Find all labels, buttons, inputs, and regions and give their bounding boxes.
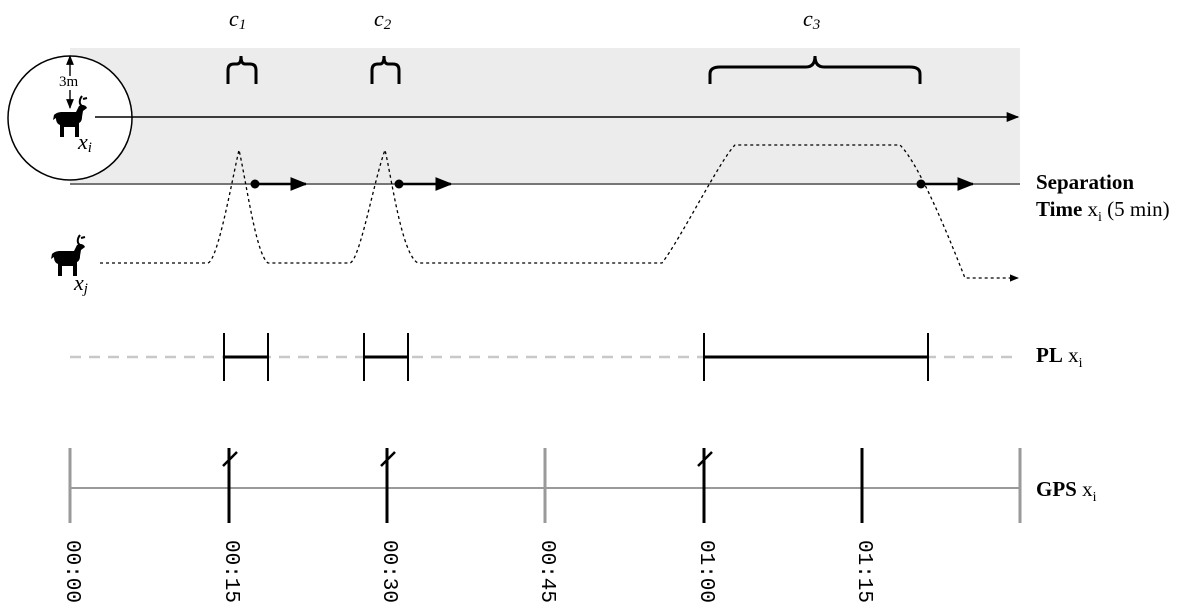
cluster-c1-brace xyxy=(226,55,258,84)
separation-label-line1: Separation xyxy=(1036,170,1135,194)
pl-interval-3 xyxy=(703,333,929,381)
deer-j-icon xyxy=(51,234,86,276)
radius-label: 3m xyxy=(59,74,79,90)
cluster-c1-label: c1 xyxy=(229,6,247,33)
deer-i-icon xyxy=(53,95,88,137)
time-tick-0115: 01:15 xyxy=(852,540,875,604)
cluster-c2-label: c2 xyxy=(374,6,392,33)
pl-label: PL xi xyxy=(1036,343,1083,372)
separation-event-1 xyxy=(250,177,308,191)
time-tick-0030: 00:30 xyxy=(377,540,400,604)
time-tick-0045: 00:45 xyxy=(535,540,558,604)
time-tick-0000: 00:00 xyxy=(60,540,83,604)
gps-fix-0100-strike xyxy=(697,451,713,467)
separation-event-3 xyxy=(916,177,975,191)
individual-j-label: xj xyxy=(74,270,88,297)
cluster-c3-label: c3 xyxy=(803,6,821,33)
cluster-c3-brace xyxy=(708,55,922,84)
trajectory-j xyxy=(100,144,1019,282)
gps-label: GPS xi xyxy=(1036,477,1097,506)
time-tick-0100: 01:00 xyxy=(694,540,717,604)
separation-label-line2: Time xi (5 min) xyxy=(1036,197,1170,226)
cluster-c2-brace xyxy=(370,55,401,84)
gps-fix-0015-strike xyxy=(222,451,238,467)
separation-event-2 xyxy=(394,177,453,191)
time-tick-0015: 00:15 xyxy=(219,540,242,604)
pl-interval-1 xyxy=(223,333,269,381)
individual-i-label: xi xyxy=(78,129,92,156)
gps-fix-0030-strike xyxy=(380,451,396,467)
pl-interval-2 xyxy=(363,333,409,381)
